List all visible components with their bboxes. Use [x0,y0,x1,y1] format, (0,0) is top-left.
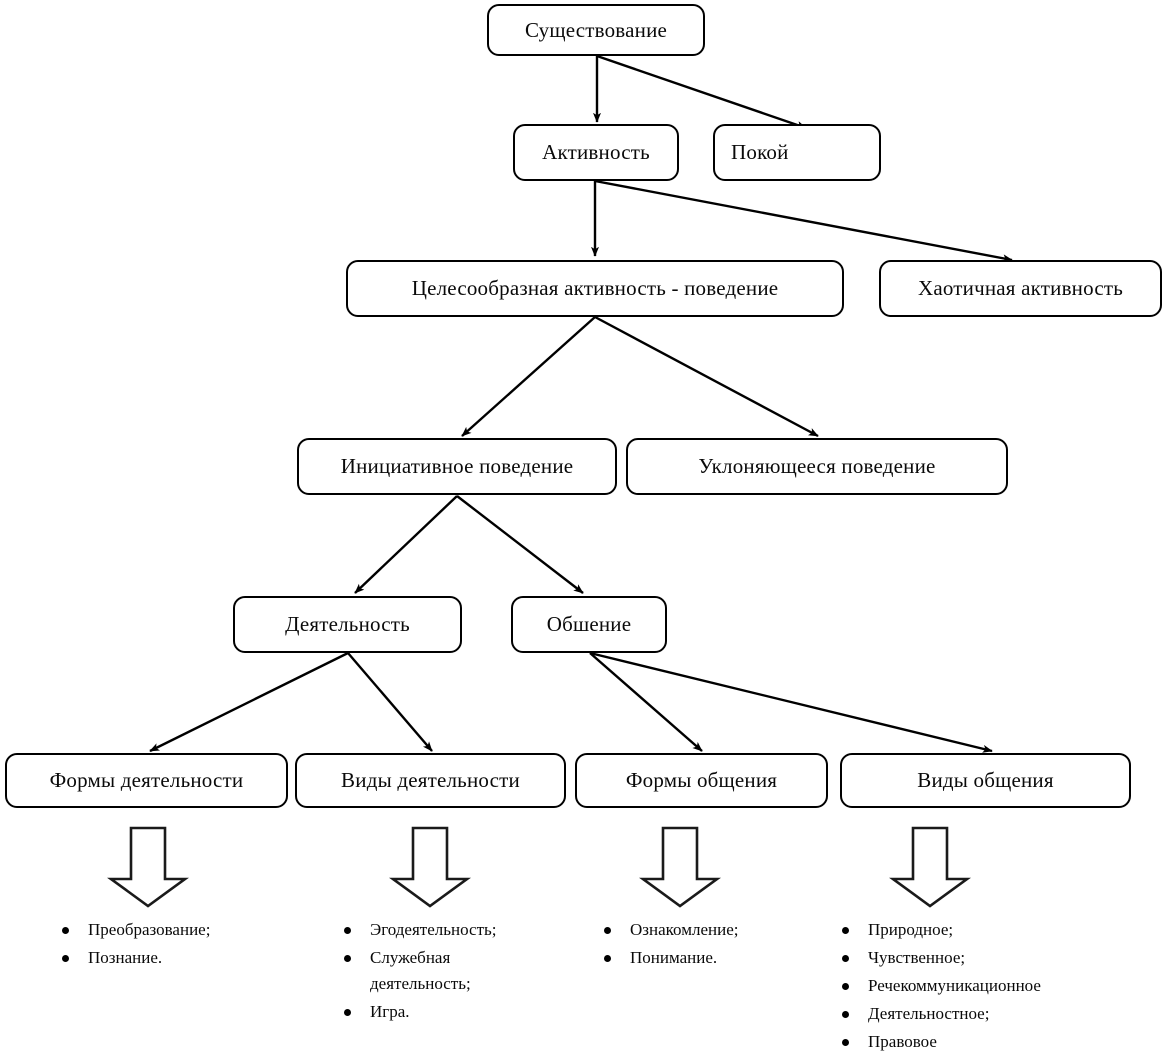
node-kinds-of-communication-label: Виды общения [917,768,1054,792]
node-obshenie-label: Обшение [546,612,632,636]
list-forms-of-activity: Преобразование;Познание. [40,917,290,973]
node-obshenie[interactable]: Обшение [511,596,667,653]
list-item: Ознакомление; [604,917,797,943]
node-kinds-of-communication[interactable]: Виды общения [840,753,1131,808]
node-kinds-of-activity-label: Виды деятельности [341,768,520,792]
block-arrow-down-icon [889,826,971,908]
node-purposeful-activity-label: Целесообразная активность - поведение [411,276,779,300]
list-forms-of-activity-items: Преобразование;Познание. [40,917,290,971]
node-existence[interactable]: Существование [487,4,705,56]
list-item: Речекоммуникационное [842,973,1120,999]
node-deyatelnost[interactable]: Деятельность [233,596,462,653]
edge-existence-rest [596,54,807,130]
list-kinds-of-activity: Эгодеятельность;Служебная деятельность;И… [322,917,537,1027]
node-deyatelnost-label: Деятельность [285,612,410,636]
node-evasive-behavior[interactable]: Уклоняющееся поведение [626,438,1008,495]
node-forms-of-communication-label: Формы общения [625,768,778,792]
edge-initiative-deyatelnost [354,495,458,594]
node-purposeful-activity[interactable]: Целесообразная активность - поведение [346,260,844,317]
node-initiative-behavior-label: Инициативное поведение [340,454,574,478]
list-item: Правовое [842,1029,1120,1051]
edge-obshenie-forms-communication [589,652,703,752]
edge-initiative-obshenie [456,495,584,594]
list-item: Природное; [842,917,1120,943]
edge-deyatelnost-forms-activity [149,651,349,753]
block-arrow-down-icon [389,826,471,908]
node-rest-label: Покой [731,140,789,164]
node-chaotic-activity-label: Хаотичная активность [917,276,1124,300]
node-existence-label: Существование [524,17,668,42]
list-item: Служебная деятельность; [344,945,537,997]
node-initiative-behavior[interactable]: Инициативное поведение [297,438,617,495]
node-chaotic-activity[interactable]: Хаотичная активность [879,260,1162,317]
node-rest[interactable]: Покой [713,124,881,181]
edge-purposeful-initiative [461,316,596,437]
edge-deyatelnost-kinds-activity [347,652,433,752]
node-forms-of-activity-label: Формы деятельности [49,768,244,792]
list-forms-of-communication: Ознакомление;Понимание. [582,917,797,973]
list-item: Эгодеятельность; [344,917,537,943]
edge-purposeful-evasive [594,315,819,438]
block-arrow-down-icon [639,826,721,908]
list-item: Преобразование; [62,917,290,943]
list-kinds-of-activity-items: Эгодеятельность;Служебная деятельность;И… [322,917,537,1025]
list-item: Познание. [62,945,290,971]
node-evasive-behavior-label: Уклоняющееся поведение [698,454,936,478]
node-activity-label: Активность [542,140,650,164]
node-forms-of-activity[interactable]: Формы деятельности [5,753,288,808]
list-forms-of-communication-items: Ознакомление;Понимание. [582,917,797,971]
list-kinds-of-communication-items: Природное;Чувственное;Речекоммуникационн… [820,917,1120,1051]
list-item: Чувственное; [842,945,1120,971]
list-kinds-of-communication: Природное;Чувственное;Речекоммуникационн… [820,917,1120,1051]
block-arrow-down-icon [107,826,189,908]
node-activity[interactable]: Активность [513,124,679,181]
node-kinds-of-activity[interactable]: Виды деятельности [295,753,566,808]
edge-activity-chaotic [594,179,1013,263]
edge-obshenie-kinds-communication [589,651,993,753]
list-item: Игра. [344,999,537,1025]
list-item: Понимание. [604,945,797,971]
list-item: Деятельностное; [842,1001,1120,1027]
node-forms-of-communication[interactable]: Формы общения [575,753,828,808]
